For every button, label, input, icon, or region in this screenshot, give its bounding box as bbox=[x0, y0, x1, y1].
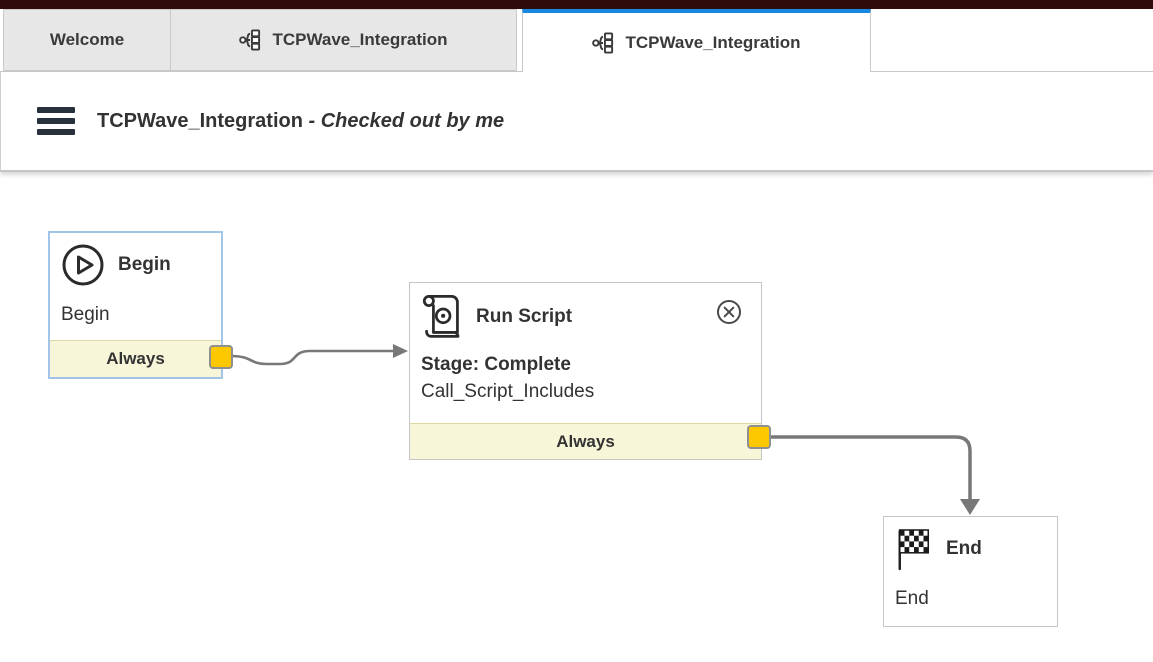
tab-bar: Welcome TCPWave_Integration bbox=[0, 9, 1153, 72]
remove-step-button[interactable] bbox=[716, 299, 742, 325]
window-top-bar bbox=[0, 0, 1153, 9]
step-title: Begin bbox=[118, 254, 171, 275]
tab-welcome[interactable]: Welcome bbox=[3, 9, 171, 71]
tab-label: TCPWave_Integration bbox=[272, 30, 448, 49]
flow-title: TCPWave_Integration - Checked out by me bbox=[97, 110, 504, 133]
step-subtitle: End bbox=[895, 588, 929, 609]
transition-strip-run-script[interactable]: Always bbox=[410, 423, 761, 459]
play-circle-icon bbox=[61, 243, 105, 287]
tab-tcpwave-integration-1[interactable]: TCPWave_Integration bbox=[171, 9, 517, 71]
flow-header: TCPWave_Integration - Checked out by me bbox=[0, 72, 1153, 172]
scroll-icon bbox=[421, 293, 463, 341]
transition-always-label: Always bbox=[556, 431, 615, 451]
step-header: Begin bbox=[50, 233, 221, 287]
flow-canvas[interactable]: Begin Begin Always Run Script bbox=[0, 172, 1153, 662]
checkout-status: - Checked out by me bbox=[302, 109, 505, 132]
flow-step-run-script[interactable]: Run Script Stage: Complete Call_Script_I… bbox=[409, 282, 762, 460]
arrowhead-into-runscript bbox=[393, 344, 408, 358]
transition-runscript-to-end[interactable] bbox=[769, 435, 972, 500]
flow-name: TCPWave_Integration bbox=[97, 109, 303, 132]
close-circle-icon bbox=[716, 300, 742, 329]
flow-icon bbox=[239, 29, 262, 51]
step-subtitle: Begin bbox=[61, 304, 110, 325]
hamburger-menu-button[interactable] bbox=[37, 107, 75, 135]
step-title: End bbox=[946, 538, 982, 559]
step-title: Run Script bbox=[476, 306, 573, 327]
flow-icon bbox=[592, 31, 615, 54]
script-name: Call_Script_Includes bbox=[421, 381, 595, 402]
flow-step-begin[interactable]: Begin Begin Always bbox=[48, 231, 223, 379]
checkered-flag-icon bbox=[895, 527, 933, 571]
transition-begin-to-runscript[interactable] bbox=[230, 349, 394, 366]
step-header: End bbox=[884, 517, 1057, 571]
tab-label: TCPWave_Integration bbox=[625, 32, 801, 52]
hamburger-icon bbox=[37, 107, 75, 113]
transition-strip-begin[interactable]: Always bbox=[50, 340, 221, 377]
tab-label: Welcome bbox=[49, 30, 125, 49]
tab-tcpwave-integration-2[interactable]: TCPWave_Integration bbox=[522, 9, 871, 72]
flow-step-end[interactable]: End End bbox=[883, 516, 1058, 627]
arrowhead-into-end bbox=[960, 499, 980, 515]
step-details: Stage: Complete Call_Script_Includes bbox=[410, 351, 761, 405]
stage-label: Stage: Complete bbox=[421, 354, 571, 375]
transition-always-label: Always bbox=[106, 349, 165, 368]
step-header: Run Script bbox=[410, 283, 761, 341]
